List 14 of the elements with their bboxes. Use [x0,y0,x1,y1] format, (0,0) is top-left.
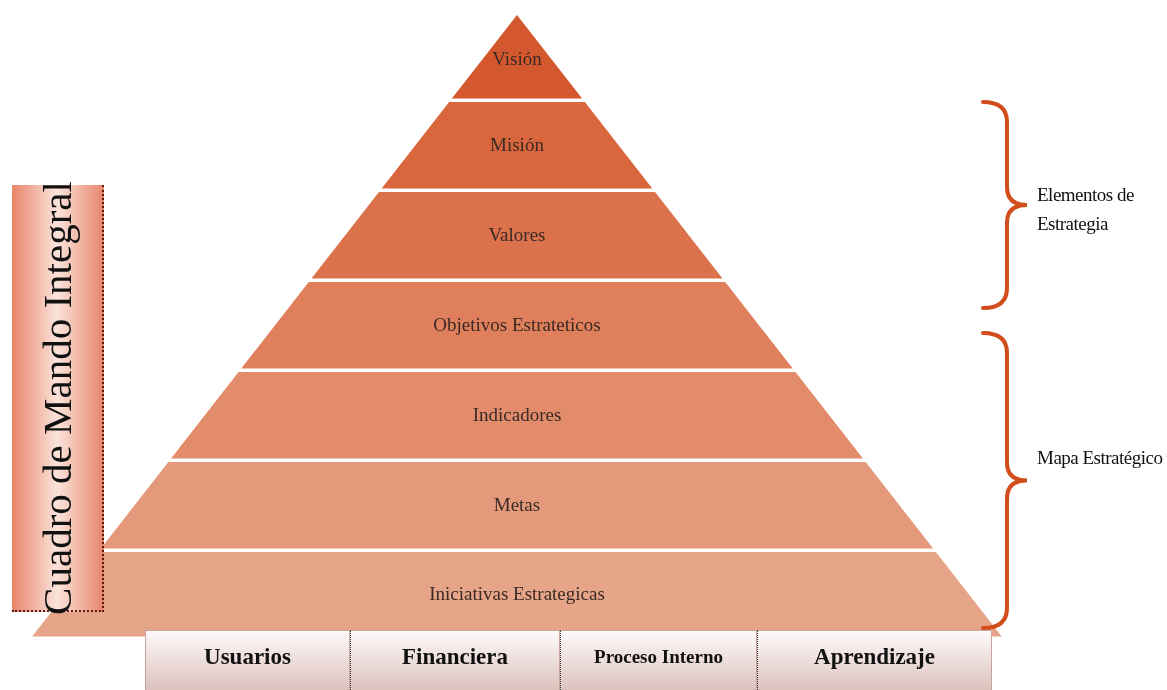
tier-label: Misión [490,134,544,156]
perspective-cell: Proceso Interno [560,630,757,690]
bracket-label: Mapa Estratégico [1037,446,1164,470]
tier-label: Visión [492,47,542,70]
tier-label: Objetivos Estrateticos [433,314,601,336]
perspective-cell: Usuarios [145,630,350,690]
bracket-label: Elementos de Estrategia [1037,183,1135,236]
perspective-cell: Aprendizaje [757,630,992,690]
tier-label: Indicadores [472,404,562,426]
perspective-cell: Financiera [350,630,560,690]
tier-label: Valores [488,224,546,246]
tier-label: Metas [493,494,541,516]
vertical-title: Cuadro de Mando Integral [33,180,81,615]
tier-label: Iniciativas Estrategicas [429,583,605,605]
